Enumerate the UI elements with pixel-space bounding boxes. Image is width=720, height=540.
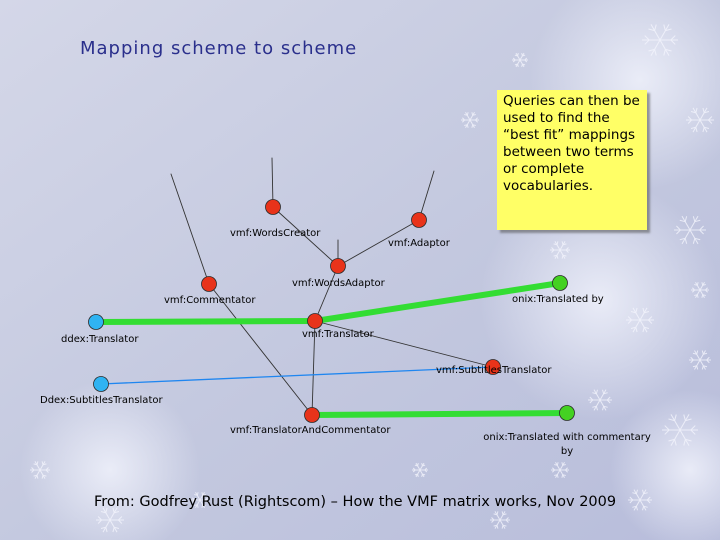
edge-words-adaptor-to-adaptor [337, 219, 420, 267]
snowflake-decoration [512, 52, 528, 68]
node-label-ddex-translator: ddex:Translator [61, 334, 139, 345]
node-label-words-creator: vmf:WordsCreator [230, 228, 321, 239]
snowflake-decoration [550, 241, 570, 259]
edge-translator-to-onix-translated-by [312, 280, 563, 324]
snowflake-decoration [674, 215, 706, 245]
node-onix-translated-by [552, 275, 568, 291]
snowflake-decoration [686, 107, 714, 133]
edge-translator-and-commentator-to-commentator [208, 283, 313, 416]
snowflake-decoration [461, 111, 479, 129]
snowflake-decoration [412, 462, 428, 478]
node-ddex-translator [88, 314, 104, 330]
node-words-creator [265, 199, 281, 215]
node-subtitles-translator [485, 359, 501, 375]
snowflake-decoration [626, 307, 654, 333]
node-label-subtitles-translator: vmf:SubtitlesTranslator [436, 365, 552, 376]
node-label-adaptor: vmf:Adaptor [388, 238, 451, 249]
edge-words-creator-to-offscreen [271, 157, 274, 208]
edge-words-adaptor-to-words-creator [272, 206, 339, 267]
node-translator-and-commentator [304, 407, 320, 423]
snowflake-decoration [191, 491, 209, 509]
callout-note: Queries can then be used to find the “be… [497, 90, 647, 230]
snowflake-decoration [691, 281, 709, 299]
node-label-translator: vmf:Translator [302, 329, 375, 340]
snowflake-decoration [490, 511, 510, 529]
source-citation: From: Godfrey Rust (Rightscom) – How the… [94, 494, 617, 510]
edge-translator-and-commentator-to-translator [311, 320, 316, 416]
node-adaptor [411, 212, 427, 228]
snowflake-decoration [588, 389, 612, 411]
snowflake-decoration [689, 350, 711, 370]
snowflake-decoration [96, 507, 124, 533]
node-onix-translated-with-commentary [559, 405, 575, 421]
node-label-ddex-subtitles-translator: Ddex:SubtitlesTranslator [40, 395, 163, 406]
snowflake-decoration [642, 24, 678, 56]
edges [93, 157, 570, 418]
edge-ddex-subtitles-translator-to-subtitles-translator [100, 366, 494, 385]
snowflake-decoration [662, 414, 698, 446]
snowflake-decoration [551, 461, 569, 479]
node-labels: vmf:WordsCreator vmf:Adaptor vmf:WordsAdap… [40, 228, 651, 457]
edge-adaptor-to-offscreen [418, 170, 435, 221]
edge-ddex-translator-to-translator [93, 318, 318, 325]
node-translator [307, 313, 323, 329]
snowflake-decoration [628, 489, 652, 511]
edge-translator-and-commentator-to-onix-translated-with-commentary [309, 410, 570, 418]
edge-translator-to-words-adaptor [314, 265, 339, 322]
nodes [88, 199, 575, 423]
node-label-words-adaptor: vmf:WordsAdaptor [292, 278, 386, 289]
node-commentator [201, 276, 217, 292]
node-label-translator-and-commentator: vmf:TranslatorAndCommentator [230, 425, 391, 436]
edge-commentator-to-offscreen [170, 173, 210, 285]
node-label-onix-translated-by: onix:Translated by [512, 294, 604, 305]
node-label-commentator: vmf:Commentator [164, 295, 256, 306]
edge-translator-to-subtitles-translator [314, 320, 494, 368]
slide-title: Mapping scheme to scheme [80, 38, 358, 59]
node-words-adaptor [330, 258, 346, 274]
node-ddex-subtitles-translator [93, 376, 109, 392]
snowflake-decoration [30, 461, 50, 479]
